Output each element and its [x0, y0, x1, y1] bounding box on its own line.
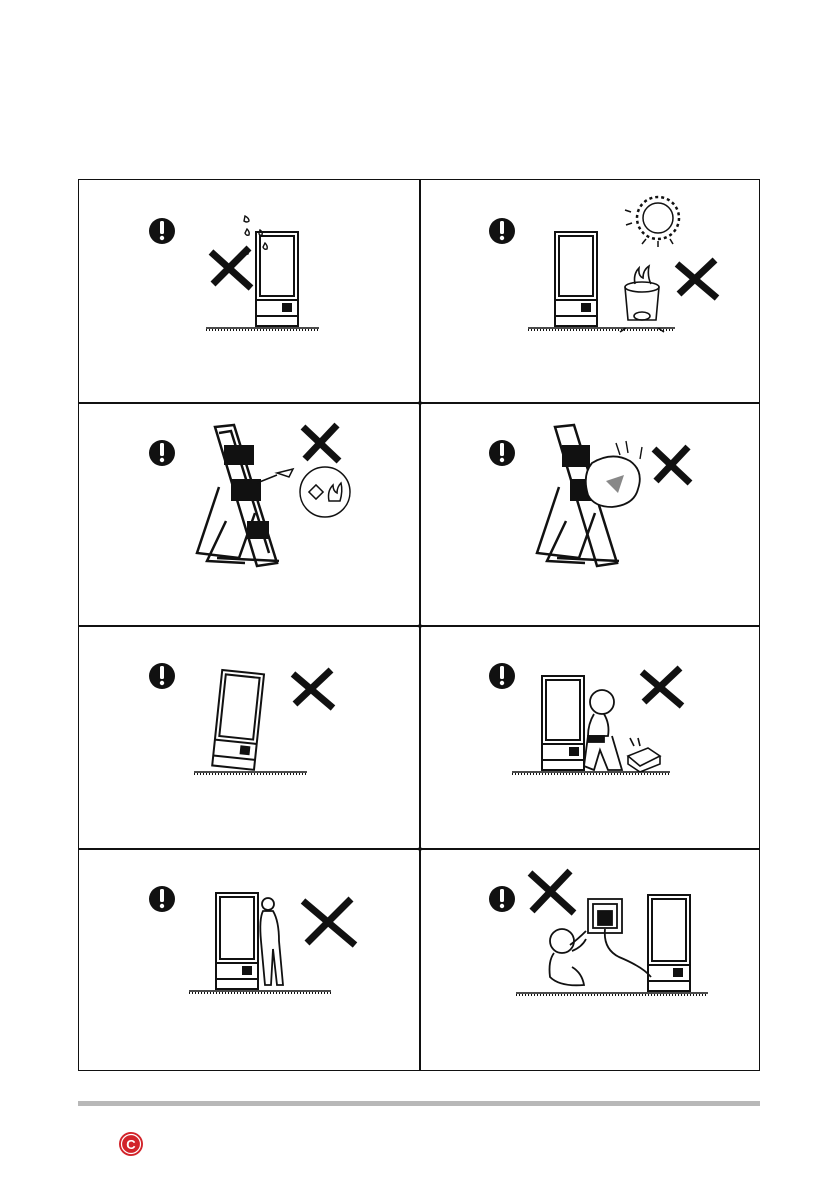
prohibited-x-icon	[677, 260, 717, 298]
display-stand-icon	[216, 893, 258, 989]
display-stand-icon	[542, 676, 584, 770]
ground-line	[189, 991, 331, 993]
panel-heat-sun-stove	[420, 180, 760, 403]
ground-line	[206, 328, 319, 330]
prohibited-x-icon	[303, 425, 339, 461]
panel-water-splash	[79, 180, 419, 403]
panel-vent-flammable-objects	[79, 403, 419, 626]
warning-icon	[149, 886, 175, 912]
brand-logo-icon: C	[118, 1131, 144, 1157]
panel-tilted-unit	[79, 626, 419, 849]
ground-line	[194, 772, 307, 774]
prohibited-x-icon	[293, 670, 333, 708]
prohibited-x-icon	[642, 668, 682, 706]
cloth-icon	[586, 441, 642, 507]
prohibited-x-icon	[303, 899, 355, 945]
prohibited-x-icon	[530, 871, 574, 913]
flammable-items-icon	[257, 467, 350, 517]
warning-icon	[489, 886, 515, 912]
toy-box-icon	[628, 738, 660, 772]
warning-icon	[489, 440, 515, 466]
prohibited-x-icon	[654, 447, 690, 483]
stove-icon	[620, 266, 664, 332]
panel-child-playing	[420, 626, 760, 849]
panel-leaning-person	[79, 849, 419, 1072]
sun-icon	[625, 197, 679, 247]
ground-line	[516, 993, 708, 995]
warning-icon	[489, 218, 515, 244]
warning-icon	[149, 218, 175, 244]
warning-icon	[149, 663, 175, 689]
warning-icon	[149, 440, 175, 466]
child-figure-icon	[550, 929, 587, 985]
panel-child-at-outlet	[420, 849, 760, 1072]
panel-cover-vents-cloth	[420, 403, 760, 626]
display-stand-icon	[212, 670, 264, 770]
display-stand-icon	[648, 895, 690, 991]
footer-bar	[78, 1101, 760, 1106]
wall-outlet-icon	[588, 899, 651, 977]
ground-line	[512, 772, 670, 774]
display-stand-icon	[256, 232, 298, 326]
svg-text:C: C	[126, 1137, 136, 1152]
child-figure-icon	[584, 690, 622, 770]
vent-grille-icon	[224, 445, 269, 539]
display-stand-icon	[555, 232, 597, 326]
warning-icon	[489, 663, 515, 689]
ground-line	[528, 328, 675, 330]
person-figure-icon	[260, 898, 283, 985]
